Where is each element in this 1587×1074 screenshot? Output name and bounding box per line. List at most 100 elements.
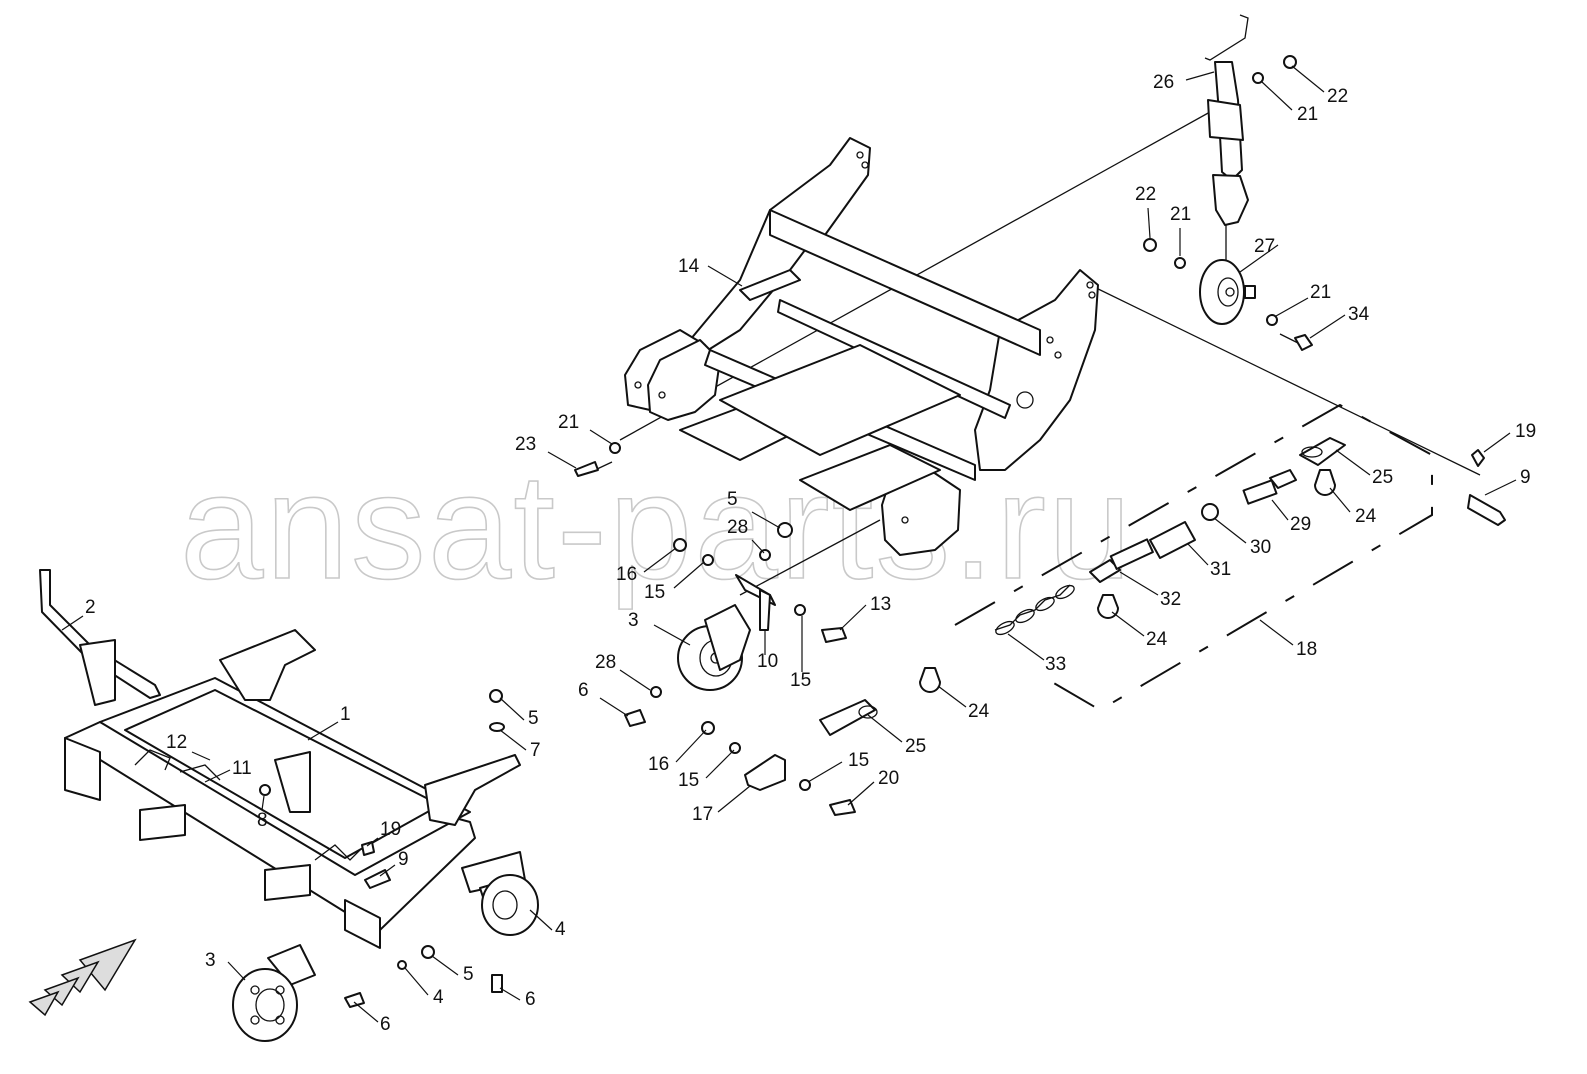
callout-c-27: 27 — [1254, 236, 1275, 257]
leader-line-c-15d — [807, 761, 843, 783]
leader-line-c-30 — [1213, 517, 1247, 544]
callout-c-31: 31 — [1210, 559, 1231, 580]
leader-line-c-21d — [589, 429, 613, 445]
callout-c-32: 32 — [1160, 589, 1181, 610]
leader-line-c-19b — [366, 837, 379, 847]
callout-c-13: 13 — [870, 594, 891, 615]
callout-c-9a: 9 — [1520, 467, 1531, 488]
leader-line-c-8 — [261, 795, 265, 811]
leader-line-c-23 — [547, 451, 577, 469]
callout-c-17: 17 — [692, 804, 713, 825]
leader-line-c-20 — [847, 781, 875, 806]
leader-line-c-29 — [1271, 499, 1289, 521]
callout-c-18: 18 — [1296, 639, 1317, 660]
callout-c-19b: 19 — [380, 819, 401, 840]
leader-line-c-25a — [1335, 449, 1371, 476]
leader-line-c-32 — [1119, 571, 1159, 596]
callout-c-21d: 21 — [558, 412, 579, 433]
leader-line-c-9a — [1484, 479, 1517, 496]
hardware-top-right — [1143, 55, 1313, 351]
callout-c-6a: 6 — [578, 680, 589, 701]
callout-c-6c: 6 — [525, 989, 536, 1010]
center-wheel-assembly — [574, 442, 847, 727]
leader-line-c-6b — [353, 1001, 379, 1023]
leader-line-c-2 — [61, 615, 84, 631]
callout-c-15a: 15 — [644, 582, 665, 603]
leader-line-c-6a — [599, 697, 629, 717]
callout-c-24a: 24 — [1355, 506, 1377, 527]
leader-line-c-14 — [707, 265, 743, 287]
leader-line-c-16a — [643, 547, 677, 573]
leader-line-c-4b — [404, 967, 429, 996]
leader-line-c-13 — [839, 604, 867, 631]
leader-line-c-33 — [1007, 633, 1045, 661]
upper-frame — [624, 137, 1099, 556]
leader-line-c-22a — [1291, 65, 1325, 93]
leader-line-c-7 — [499, 729, 527, 751]
callout-c-29: 29 — [1290, 514, 1311, 535]
callout-c-15c: 15 — [678, 770, 699, 791]
leader-line-c-26 — [1185, 71, 1215, 81]
callout-c-11: 11 — [232, 758, 252, 779]
leader-line-c-28b — [619, 669, 651, 691]
leader-line-c-16b — [675, 729, 707, 763]
callout-c-7: 7 — [530, 740, 541, 761]
leader-line-c-28a — [751, 539, 765, 554]
callout-c-22b: 22 — [1135, 184, 1156, 205]
leader-line-c-9b — [379, 864, 396, 877]
callout-c-26: 26 — [1153, 72, 1174, 93]
callout-c-21c: 21 — [1310, 282, 1331, 303]
leader-line-c-34 — [1309, 314, 1346, 339]
callout-c-9b: 9 — [398, 849, 409, 870]
hitch-bracket-assembly — [701, 667, 941, 816]
callout-c-19a: 19 — [1515, 421, 1536, 442]
leader-line-c-6c — [499, 987, 521, 1001]
callout-c-10: 10 — [757, 651, 778, 672]
callout-c-4b: 4 — [433, 987, 444, 1008]
pin-top-right — [1467, 449, 1506, 526]
leader-line-c-27 — [1239, 244, 1279, 273]
leader-line-c-19a — [1483, 432, 1511, 453]
leader-line-c-18 — [1259, 619, 1294, 646]
leader-line-c-5c — [431, 955, 459, 976]
callout-c-20: 20 — [878, 768, 899, 789]
leader-line-c-1 — [307, 721, 339, 741]
leader-line-c-25b — [867, 714, 903, 743]
leader-line-c-22b — [1147, 207, 1151, 239]
leader-line-c-12 — [191, 751, 211, 761]
leader-line-c-4a — [529, 909, 553, 931]
callout-c-25a: 25 — [1372, 467, 1393, 488]
callout-c-14: 14 — [678, 256, 700, 277]
callout-c-25b: 25 — [905, 736, 926, 757]
callout-c-15b: 15 — [790, 670, 811, 691]
leader-line-c-24b — [1111, 611, 1145, 637]
callout-c-12: 12 — [166, 732, 187, 753]
leader-line-c-31 — [1187, 543, 1209, 566]
callout-c-30: 30 — [1250, 537, 1271, 558]
leader-line-c-3b — [227, 961, 246, 981]
callout-c-1: 1 — [340, 704, 351, 725]
callout-c-5c: 5 — [463, 964, 474, 985]
callout-c-16a: 16 — [616, 564, 637, 585]
leader-line-c-21a — [1261, 81, 1293, 111]
leader-lines — [61, 65, 1517, 1023]
callout-c-6b: 6 — [380, 1014, 391, 1035]
callout-c-22a: 22 — [1327, 86, 1348, 107]
callout-c-2: 2 — [85, 597, 96, 618]
callout-c-3a: 3 — [628, 610, 639, 631]
callout-c-28b: 28 — [595, 652, 616, 673]
leader-line-c-15a — [673, 561, 705, 589]
callout-labels: 2622212221272134142123199252429303132243… — [85, 72, 1536, 1035]
leader-line-c-24a — [1329, 487, 1351, 513]
callout-c-23: 23 — [515, 434, 536, 455]
leader-line-c-11 — [204, 769, 231, 783]
callout-c-24c: 24 — [968, 701, 990, 722]
callout-c-24b: 24 — [1146, 629, 1168, 650]
leader-line-c-24c — [937, 685, 967, 708]
callout-c-3b: 3 — [205, 950, 216, 971]
leader-line-c-3a — [653, 624, 691, 646]
callout-c-15d: 15 — [848, 750, 869, 771]
toolbox-kit — [954, 403, 1433, 712]
callout-c-4a: 4 — [555, 919, 566, 940]
